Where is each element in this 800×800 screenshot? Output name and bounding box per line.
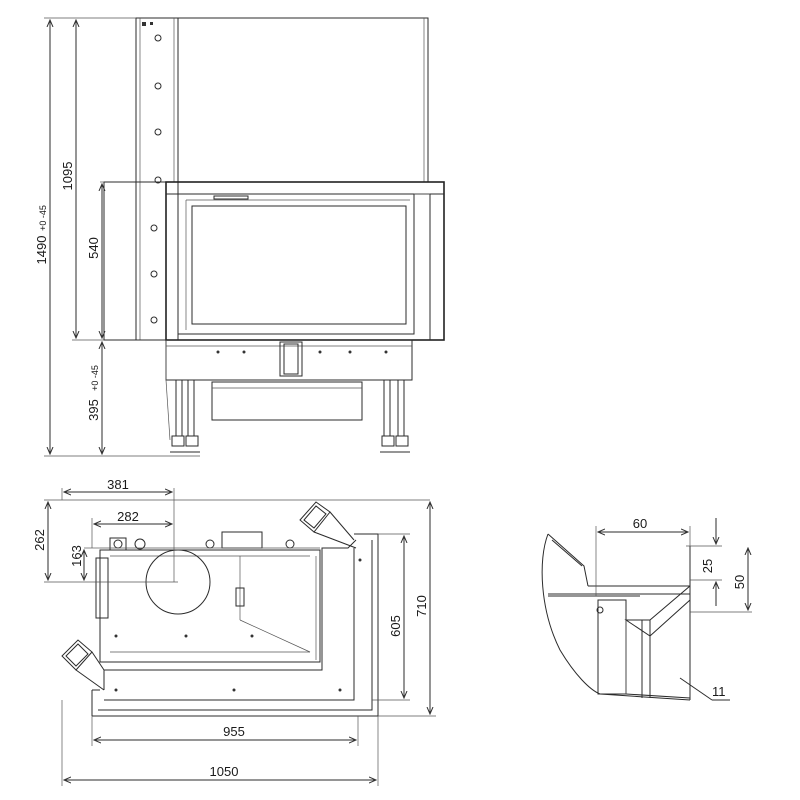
dim-605: 605 bbox=[388, 615, 403, 637]
back-panel bbox=[135, 17, 429, 183]
firebox-body bbox=[99, 549, 321, 663]
dim-50: 50 bbox=[732, 575, 747, 589]
dim-door-height: 540 bbox=[86, 237, 101, 259]
dim-1050: 1050 bbox=[210, 764, 239, 779]
ash-box bbox=[211, 381, 363, 421]
door-hinge-right bbox=[299, 501, 357, 549]
dim-955: 955 bbox=[223, 724, 245, 739]
door-hinge-left bbox=[61, 639, 105, 691]
front-view: 1490 +0 -45 1095 540 395 +0 -45 bbox=[34, 17, 445, 457]
dim-282: 282 bbox=[117, 509, 139, 524]
bolt-marks bbox=[114, 558, 362, 692]
dim-total-height-tol: +0 -45 bbox=[38, 205, 48, 231]
profile-block bbox=[597, 599, 627, 695]
dim-total-height: 1490 bbox=[34, 236, 49, 265]
dim-381: 381 bbox=[107, 477, 129, 492]
legs bbox=[165, 340, 410, 453]
dim-60: 60 bbox=[633, 516, 647, 531]
dim-163: 163 bbox=[69, 545, 84, 567]
door-frame bbox=[177, 193, 415, 335]
base-lock bbox=[279, 341, 303, 377]
top-view: 381 282 262 163 605 710 955 1050 bbox=[32, 477, 436, 786]
side-column bbox=[135, 17, 179, 341]
dim-lower-height: 395 bbox=[86, 399, 101, 421]
dim-25: 25 bbox=[700, 559, 715, 573]
dim-upper-height: 1095 bbox=[60, 162, 75, 191]
dim-lower-height-tol: +0 -45 bbox=[90, 365, 100, 391]
detail-view: 60 25 50 11 bbox=[541, 516, 752, 701]
dim-710: 710 bbox=[414, 595, 429, 617]
outer-base bbox=[92, 533, 379, 717]
dim-11: 11 bbox=[712, 684, 726, 699]
dim-262: 262 bbox=[32, 529, 47, 551]
door-glass bbox=[191, 205, 407, 325]
detail-outline bbox=[541, 533, 601, 695]
left-side-panel bbox=[103, 181, 167, 341]
column-holes bbox=[142, 22, 162, 324]
